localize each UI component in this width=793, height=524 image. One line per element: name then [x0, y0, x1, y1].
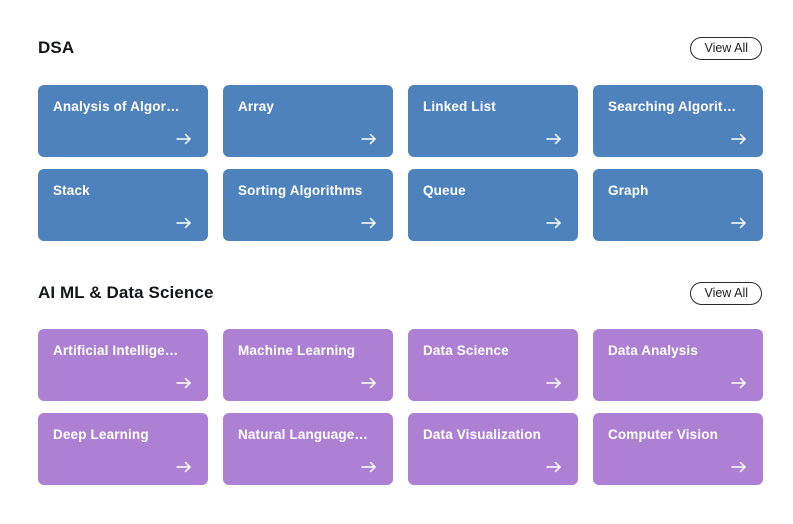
topic-card[interactable]: Data Visualization — [408, 413, 578, 485]
view-all-button-ai-ml-data-science[interactable]: View All — [690, 281, 762, 305]
section-title-ai-ml-data-science: AI ML & Data Science — [38, 283, 214, 302]
arrow-right-icon — [359, 130, 379, 148]
section-header-dsa: DSA View All — [30, 34, 763, 62]
section-title-dsa: DSA — [38, 38, 75, 57]
arrow-right-icon — [359, 374, 379, 392]
topic-card-label: Stack — [53, 183, 90, 198]
topic-card-label: Data Science — [423, 343, 509, 358]
topic-card[interactable]: Stack — [38, 169, 208, 241]
topic-card[interactable]: Graph — [593, 169, 763, 241]
topic-card[interactable]: Data Analysis — [593, 329, 763, 401]
arrow-right-icon — [544, 214, 564, 232]
section-header-ai-ml-data-science: AI ML & Data Science View All — [30, 279, 763, 307]
view-all-button-dsa[interactable]: View All — [690, 36, 762, 60]
section-ai-ml-data-science: AI ML & Data Science View All Artificial… — [30, 241, 763, 485]
arrow-right-icon — [729, 374, 749, 392]
topic-card-label: Analysis of Algor… — [53, 99, 180, 114]
topic-card-label: Natural Language… — [238, 427, 369, 442]
topic-card[interactable]: Machine Learning — [223, 329, 393, 401]
arrow-right-icon — [174, 130, 194, 148]
topic-card-label: Queue — [423, 183, 466, 198]
arrow-right-icon — [544, 458, 564, 476]
arrow-right-icon — [174, 458, 194, 476]
topic-card-label: Array — [238, 99, 275, 114]
topic-card[interactable]: Queue — [408, 169, 578, 241]
topic-card-label: Data Analysis — [608, 343, 698, 358]
section-dsa: DSA View All Analysis of Algor… Array — [30, 0, 763, 241]
arrow-right-icon — [174, 374, 194, 392]
topic-card[interactable]: Array — [223, 85, 393, 157]
topic-card[interactable]: Artificial Intellige… — [38, 329, 208, 401]
arrow-right-icon — [174, 214, 194, 232]
topic-card-label: Sorting Algorithms — [238, 183, 363, 198]
topic-card-label: Linked List — [423, 99, 496, 114]
topic-card[interactable]: Linked List — [408, 85, 578, 157]
arrow-right-icon — [359, 458, 379, 476]
topic-card-label: Machine Learning — [238, 343, 356, 358]
topic-card[interactable]: Analysis of Algor… — [38, 85, 208, 157]
card-grid-dsa: Analysis of Algor… Array — [30, 85, 763, 241]
topic-card-label: Graph — [608, 183, 649, 198]
card-grid-ai-ml-data-science: Artificial Intellige… Machine Learning — [30, 329, 763, 485]
topic-card-label: Searching Algorit… — [608, 99, 737, 114]
arrow-right-icon — [544, 374, 564, 392]
topic-card[interactable]: Deep Learning — [38, 413, 208, 485]
arrow-right-icon — [544, 130, 564, 148]
topic-card[interactable]: Computer Vision — [593, 413, 763, 485]
arrow-right-icon — [359, 214, 379, 232]
topic-card[interactable]: Data Science — [408, 329, 578, 401]
arrow-right-icon — [729, 214, 749, 232]
arrow-right-icon — [729, 130, 749, 148]
arrow-right-icon — [729, 458, 749, 476]
topic-card-label: Artificial Intellige… — [53, 343, 179, 358]
topic-card-label: Deep Learning — [53, 427, 149, 442]
topic-card[interactable]: Natural Language… — [223, 413, 393, 485]
topic-card-label: Computer Vision — [608, 427, 719, 442]
topic-card-label: Data Visualization — [423, 427, 541, 442]
topic-card[interactable]: Sorting Algorithms — [223, 169, 393, 241]
topic-card[interactable]: Searching Algorit… — [593, 85, 763, 157]
